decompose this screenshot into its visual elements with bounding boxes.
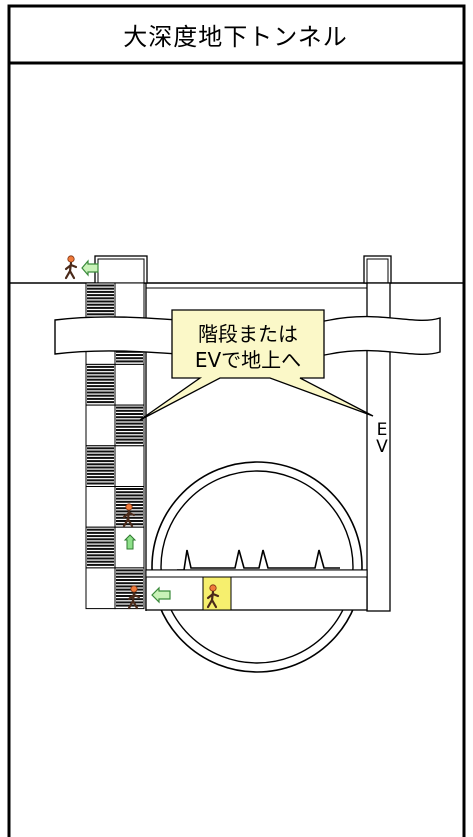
callout-line-1: 階段または: [198, 322, 298, 346]
ev-label: E V: [376, 420, 388, 457]
tunnel-ring: [151, 461, 363, 673]
highlighted-person-cell: [202, 576, 232, 611]
page-title: 大深度地下トンネル: [123, 23, 348, 51]
stair-entrance-hut: [94, 255, 148, 284]
arrow-left-icon: [151, 586, 171, 604]
callout-bubble: [139, 309, 374, 421]
ev-entrance-hut: [363, 255, 392, 284]
elevator-shaft: [366, 282, 391, 612]
outer-frame: [7, 4, 466, 837]
callout-line-2: EVで地上へ: [194, 348, 302, 372]
arrow-left-icon: [81, 259, 99, 277]
arrow-up-icon: [123, 534, 137, 550]
callout-text: 階段または EVで地上へ: [172, 316, 324, 378]
